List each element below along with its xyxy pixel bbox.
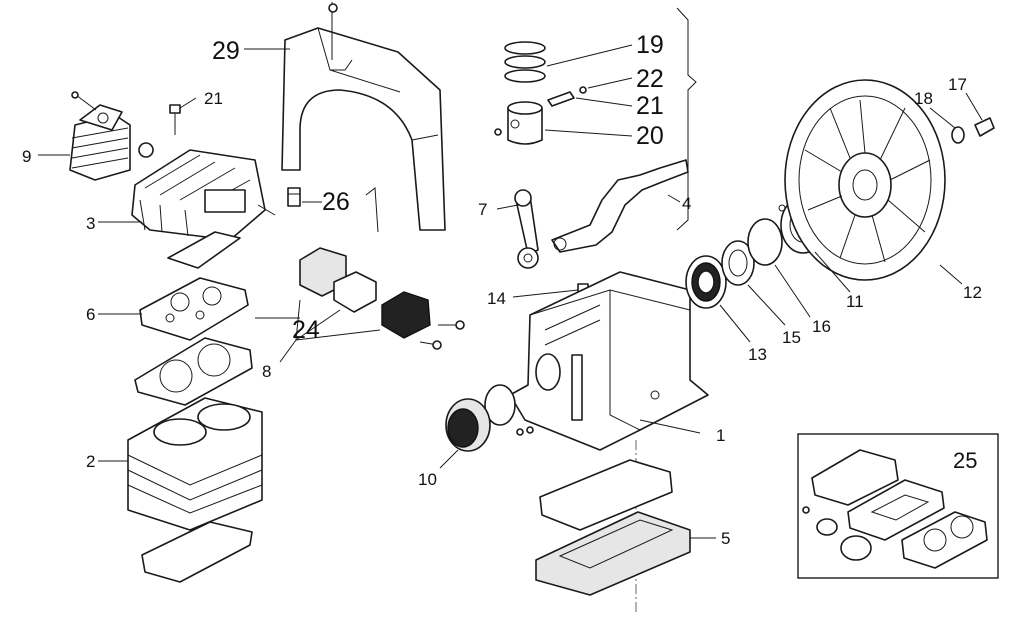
callout-18: 18: [914, 89, 933, 108]
o-ring-16: [747, 218, 783, 266]
callout-15: 15: [782, 328, 801, 347]
callout-13: 13: [748, 345, 767, 364]
piston-rings: [504, 41, 546, 83]
bracket-19-22: [676, 7, 697, 231]
callout-1: 1: [716, 426, 725, 445]
callout-17: 17: [948, 75, 967, 94]
callout-14: 14: [487, 289, 506, 308]
connecting-rod: [514, 189, 539, 269]
bearing-cover: [445, 398, 491, 452]
oil-seal-15: [721, 240, 755, 286]
bearing-13: [685, 255, 727, 309]
callout-9: 9: [22, 147, 31, 166]
callout-19: 19: [636, 31, 664, 59]
callout-20: 20: [636, 122, 664, 150]
callout-6: 6: [86, 305, 95, 324]
callout-25: 25: [953, 448, 977, 473]
callout-7: 7: [478, 200, 487, 219]
callout-21-left: 21: [204, 89, 223, 108]
filter-elements: [299, 247, 465, 350]
callout-8: 8: [262, 362, 271, 381]
crankcase-seal-ring: [484, 384, 516, 426]
piston-pin: [547, 86, 587, 107]
callout-11: 11: [846, 292, 864, 311]
base-gasket: [539, 459, 673, 531]
base-plate: [535, 511, 691, 596]
bolt-17: [974, 117, 995, 137]
callout-24: 24: [292, 316, 320, 344]
cylinder-block: [127, 397, 263, 531]
crankshaft: [551, 159, 689, 253]
callout-10: 10: [418, 470, 437, 489]
leader-lines: [38, 44, 983, 539]
head-gasket-small: [167, 231, 241, 269]
callout-21-right: 21: [636, 92, 664, 120]
callout-4: 4: [682, 194, 691, 213]
belt-guard: [281, 2, 446, 233]
callout-5: 5: [721, 529, 730, 548]
callout-2: 2: [86, 452, 95, 471]
small-head-block: [69, 91, 154, 181]
callout-26: 26: [322, 188, 350, 216]
callout-12: 12: [963, 283, 982, 302]
flywheel: [784, 79, 946, 281]
cylinder-base-gasket: [141, 521, 253, 583]
callout-22: 22: [636, 65, 664, 93]
callout-16: 16: [812, 317, 831, 336]
piston: [494, 101, 543, 145]
gasket-kit: [802, 449, 988, 569]
callout-3: 3: [86, 214, 95, 233]
fitting-26: [287, 187, 301, 207]
crankcase: [509, 271, 709, 451]
cylinder-gasket: [134, 337, 253, 406]
washer-18: [951, 126, 965, 144]
cylinder-head: [131, 104, 276, 241]
callout-29: 29: [212, 37, 240, 65]
valve-plate: [139, 277, 249, 341]
